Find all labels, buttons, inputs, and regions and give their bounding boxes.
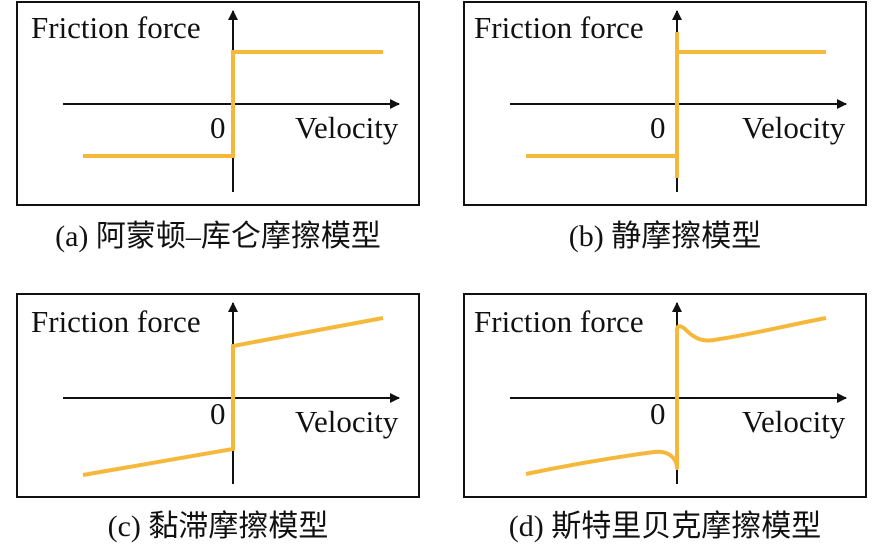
panel-a: Friction force Velocity 0 xyxy=(16,1,420,206)
caption-b: (b) 静摩擦模型 xyxy=(569,220,761,253)
caption-d: (d) 斯特里贝克摩擦模型 xyxy=(509,510,821,543)
origin-label: 0 xyxy=(650,110,666,145)
x-axis-label: Velocity xyxy=(742,404,846,439)
caption-a: (a) 阿蒙顿–库仑摩擦模型 xyxy=(55,220,381,253)
friction-curve xyxy=(526,32,826,178)
panel-b: Friction force Velocity 0 xyxy=(463,1,867,206)
x-axis-label: Velocity xyxy=(295,110,399,145)
panel-frame xyxy=(463,1,867,206)
x-axis-label: Velocity xyxy=(295,404,399,439)
friction-curve xyxy=(525,316,827,476)
panel-frame xyxy=(16,1,420,206)
origin-label: 0 xyxy=(650,396,666,431)
origin-label: 0 xyxy=(210,396,226,431)
y-axis-label: Friction force xyxy=(31,304,201,339)
origin-label: 0 xyxy=(210,110,226,145)
panel-d: Friction force Velocity 0 xyxy=(463,293,867,498)
caption-c: (c) 黏滞摩擦模型 xyxy=(108,510,329,543)
panel-c: Friction force Velocity 0 xyxy=(16,293,420,498)
panel-frame xyxy=(16,293,420,498)
y-axis-label: Friction force xyxy=(31,10,201,45)
x-axis-label: Velocity xyxy=(742,110,846,145)
panel-frame xyxy=(463,293,867,498)
y-axis-label: Friction force xyxy=(474,10,644,45)
friction-curve xyxy=(83,50,383,158)
y-axis-label: Friction force xyxy=(474,304,644,339)
friction-curve xyxy=(82,316,384,477)
